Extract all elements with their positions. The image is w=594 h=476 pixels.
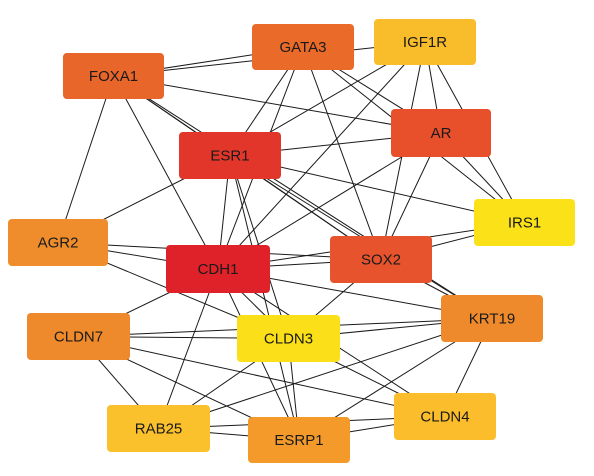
node-label: FOXA1 <box>89 68 138 85</box>
node-krt19: KRT19 <box>441 295 543 342</box>
node-label: IRS1 <box>508 215 541 232</box>
node-box <box>394 393 496 440</box>
node-label: RAB25 <box>135 421 183 438</box>
node-box <box>252 24 354 70</box>
node-gata3: GATA3 <box>252 24 354 70</box>
edge-gata3-sox2 <box>302 46 382 260</box>
edge-foxa1-ar <box>113 75 442 134</box>
node-box <box>8 219 108 266</box>
node-cldn7: CLDN7 <box>27 313 130 360</box>
node-label: SOX2 <box>361 252 401 269</box>
node-cdh1: CDH1 <box>166 245 270 293</box>
node-box <box>248 417 350 463</box>
node-label: ESR1 <box>210 148 249 165</box>
node-label: IGF1R <box>403 34 447 51</box>
node-box <box>391 109 491 157</box>
node-box <box>27 313 130 360</box>
edge-igf1r-cdh1 <box>217 41 426 270</box>
edge-esr1-esrp1 <box>229 155 300 441</box>
edge-foxa1-agr2 <box>57 75 114 243</box>
node-label: CLDN7 <box>54 329 103 346</box>
node-label: KRT19 <box>469 311 515 328</box>
node-label: CDH1 <box>198 261 239 278</box>
node-label: AGR2 <box>38 235 79 252</box>
node-igf1r: IGF1R <box>374 19 476 65</box>
node-label: AR <box>431 125 452 142</box>
node-cldn4: CLDN4 <box>394 393 496 440</box>
node-rab25: RAB25 <box>107 405 210 452</box>
node-irs1: IRS1 <box>474 199 575 246</box>
edge-cdh1-rab25 <box>158 268 219 429</box>
node-ar: AR <box>391 109 491 157</box>
node-agr2: AGR2 <box>8 219 108 266</box>
node-box <box>179 132 281 179</box>
node-label: CLDN3 <box>264 331 313 348</box>
network-edges <box>57 41 525 441</box>
node-box <box>63 53 164 99</box>
edge-krt19-rab25 <box>158 318 493 429</box>
node-label: GATA3 <box>280 39 327 56</box>
node-foxa1: FOXA1 <box>63 53 164 99</box>
node-box <box>107 405 210 452</box>
node-box <box>374 19 476 65</box>
node-box <box>330 236 432 283</box>
node-esr1: ESR1 <box>179 132 281 179</box>
node-sox2: SOX2 <box>330 236 432 283</box>
node-box <box>237 315 340 362</box>
node-label: ESRP1 <box>274 432 323 449</box>
node-box <box>166 245 270 293</box>
node-label: CLDN4 <box>420 409 469 426</box>
edge-cldn7-cldn4 <box>78 336 446 417</box>
node-box <box>441 295 543 342</box>
edge-foxa1-cdh1 <box>113 75 219 270</box>
node-cldn3: CLDN3 <box>237 315 340 362</box>
node-box <box>474 199 575 246</box>
node-esrp1: ESRP1 <box>248 417 350 463</box>
